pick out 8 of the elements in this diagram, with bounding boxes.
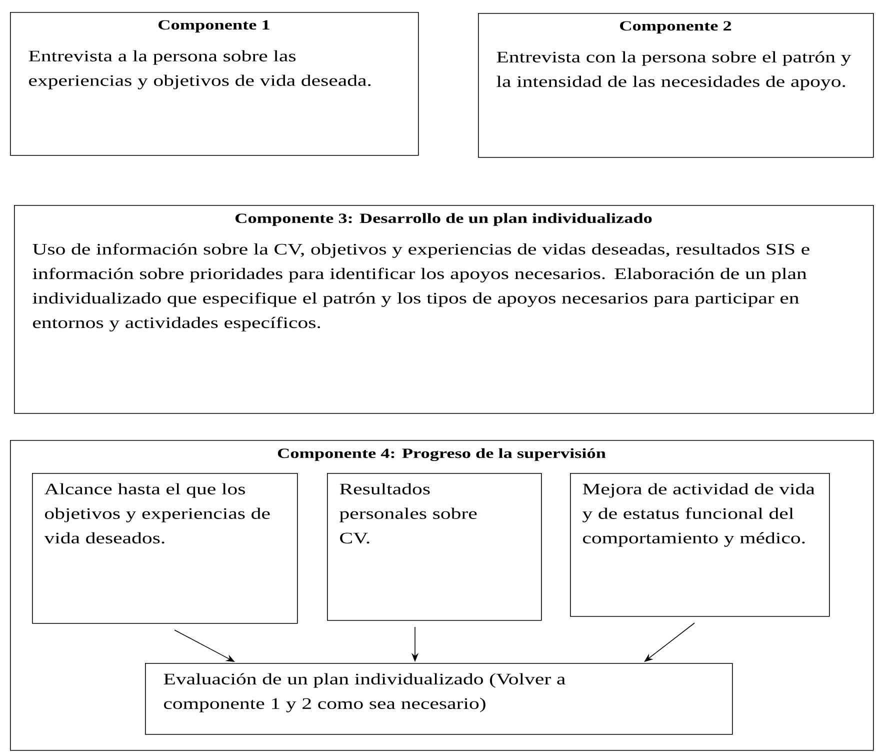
text-box: Resultados personales sobre CV.	[327, 473, 542, 621]
text-box: Evaluación de un plan individualizado (Volver a componente 1 y 2 como sea necesario)	[145, 663, 733, 735]
text-box: Componente 1 Entrevista a la persona sobre las experiencias y objetivos de vida deseada.	[10, 12, 419, 156]
text-box: Componente 3: Desarrollo de un plan individualizado Uso de información sobre la CV, objetivos y experiencias de vidas deseadas, resultados SIS e información sobre prioridades para identificar los apoyos necesarios. Elaboración de un plan individualizado que especifique el patrón y los tipos de apoyos necesarios para participar en entornos y actividades específicos.	[14, 205, 874, 414]
arrow	[644, 622, 695, 662]
text-box: Componente 2 Entrevista con la persona sobre el patrón y la intensidad de las necesidades de apoyo.	[478, 13, 874, 158]
text-box: Alcance hasta el que los objetivos y experiencias de vida deseados.	[32, 473, 298, 624]
text-box: Mejora de actividad de vida y de estatus funcional del comportamiento y médico.	[570, 473, 830, 617]
